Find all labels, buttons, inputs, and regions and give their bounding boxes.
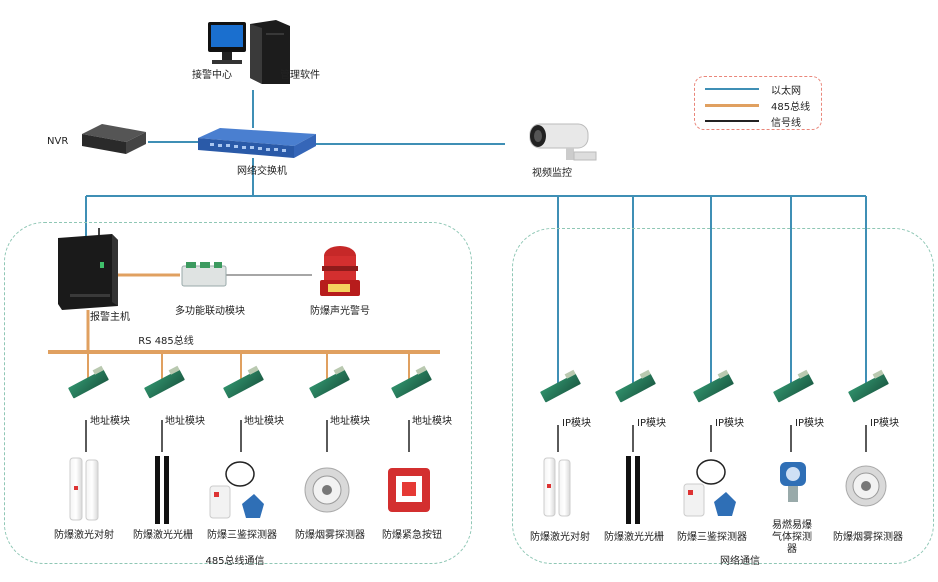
legend-rs485-label: 485总线 (771, 102, 811, 113)
ip-module-icon (615, 369, 656, 403)
ip-module-label: IP模块 (870, 418, 899, 429)
device-label: 防爆三鉴探测器 (677, 532, 747, 543)
address-module-label: 地址模块 (330, 416, 370, 427)
rs485-lines (48, 273, 440, 386)
rs485-section-title: 485总线通信 (205, 556, 265, 567)
laser-grating-icon (626, 456, 640, 524)
video-surveillance-label: 视频监控 (532, 168, 572, 179)
network-switch-icon (198, 128, 316, 158)
legend-rs485: 485总线 (705, 99, 817, 113)
ip-module-icon (693, 369, 734, 403)
address-module-label: 地址模块 (90, 416, 130, 427)
triple-tech-detector-icon (209, 461, 264, 519)
device-label: 防爆三鉴探测器 (207, 530, 277, 541)
ip-module-label: IP模块 (715, 418, 744, 429)
legend-signal: 信号线 (705, 115, 817, 129)
network-switch-label: 网络交换机 (237, 166, 287, 177)
laser-beam-detector-icon (543, 457, 571, 517)
legend: 以太网 485总线 信号线 (694, 76, 822, 130)
device-label: 防爆烟雾探测器 (295, 530, 365, 541)
device-label: 防爆紧急按钮 (382, 530, 442, 541)
alarm-host-label: 报警主机 (90, 312, 130, 323)
ip-module-icon (540, 369, 581, 403)
gas-detector-icon (780, 462, 806, 502)
ip-modules (540, 369, 889, 403)
laser-grating-icon (155, 456, 169, 524)
legend-ethernet: 以太网 (705, 83, 817, 97)
address-module-label: 地址模块 (412, 416, 452, 427)
device-label: 防爆激光光栅 (133, 530, 193, 541)
management-software-label: 管理软件 (280, 70, 320, 81)
rs485-group-boundary (4, 222, 472, 564)
network-group-boundary (512, 228, 934, 564)
nvr-label: NVR (47, 136, 69, 147)
nvr-icon (82, 124, 146, 154)
smoke-detector-icon (304, 467, 350, 513)
ip-module-icon (773, 369, 814, 403)
address-module-icon (391, 365, 432, 399)
address-modules (68, 365, 432, 399)
address-module-icon (68, 365, 109, 399)
address-module-label: 地址模块 (165, 416, 205, 427)
explosion-proof-alarm-icon (320, 246, 360, 296)
emergency-button-icon (388, 468, 430, 512)
alarm-center-label: 接警中心 (192, 70, 232, 81)
ip-module-icon (848, 369, 889, 403)
ip-module-label: IP模块 (637, 418, 666, 429)
device-label: 易燃易爆气体探测器 (772, 520, 812, 555)
device-label: 防爆激光对射 (54, 530, 114, 541)
ip-module-label: IP模块 (795, 418, 824, 429)
camera-icon (529, 123, 597, 161)
address-module-icon (223, 365, 264, 399)
laser-beam-detector-icon (69, 457, 99, 521)
device-label: 防爆激光对射 (530, 532, 590, 543)
address-module-label: 地址模块 (244, 416, 284, 427)
rs485-bus-label: RS 485总线 (138, 336, 194, 347)
legend-ethernet-label: 以太网 (771, 86, 801, 97)
alarm-host-icon (58, 228, 118, 310)
explosion-proof-alarm-label: 防爆声光警号 (310, 306, 370, 317)
network-section-title: 网络通信 (720, 556, 760, 567)
linkage-module-icon (181, 262, 227, 287)
legend-signal-label: 信号线 (771, 118, 801, 129)
computer-icon (208, 20, 290, 84)
ip-module-label: IP模块 (562, 418, 591, 429)
address-module-icon (144, 365, 185, 399)
device-label: 防爆烟雾探测器 (833, 532, 903, 543)
address-module-icon (309, 365, 350, 399)
smoke-detector-icon (845, 465, 887, 507)
triple-tech-detector-icon (683, 459, 736, 517)
device-label: 防爆激光光栅 (604, 532, 664, 543)
signal-lines (85, 274, 867, 452)
linkage-module-label: 多功能联动模块 (175, 306, 245, 317)
